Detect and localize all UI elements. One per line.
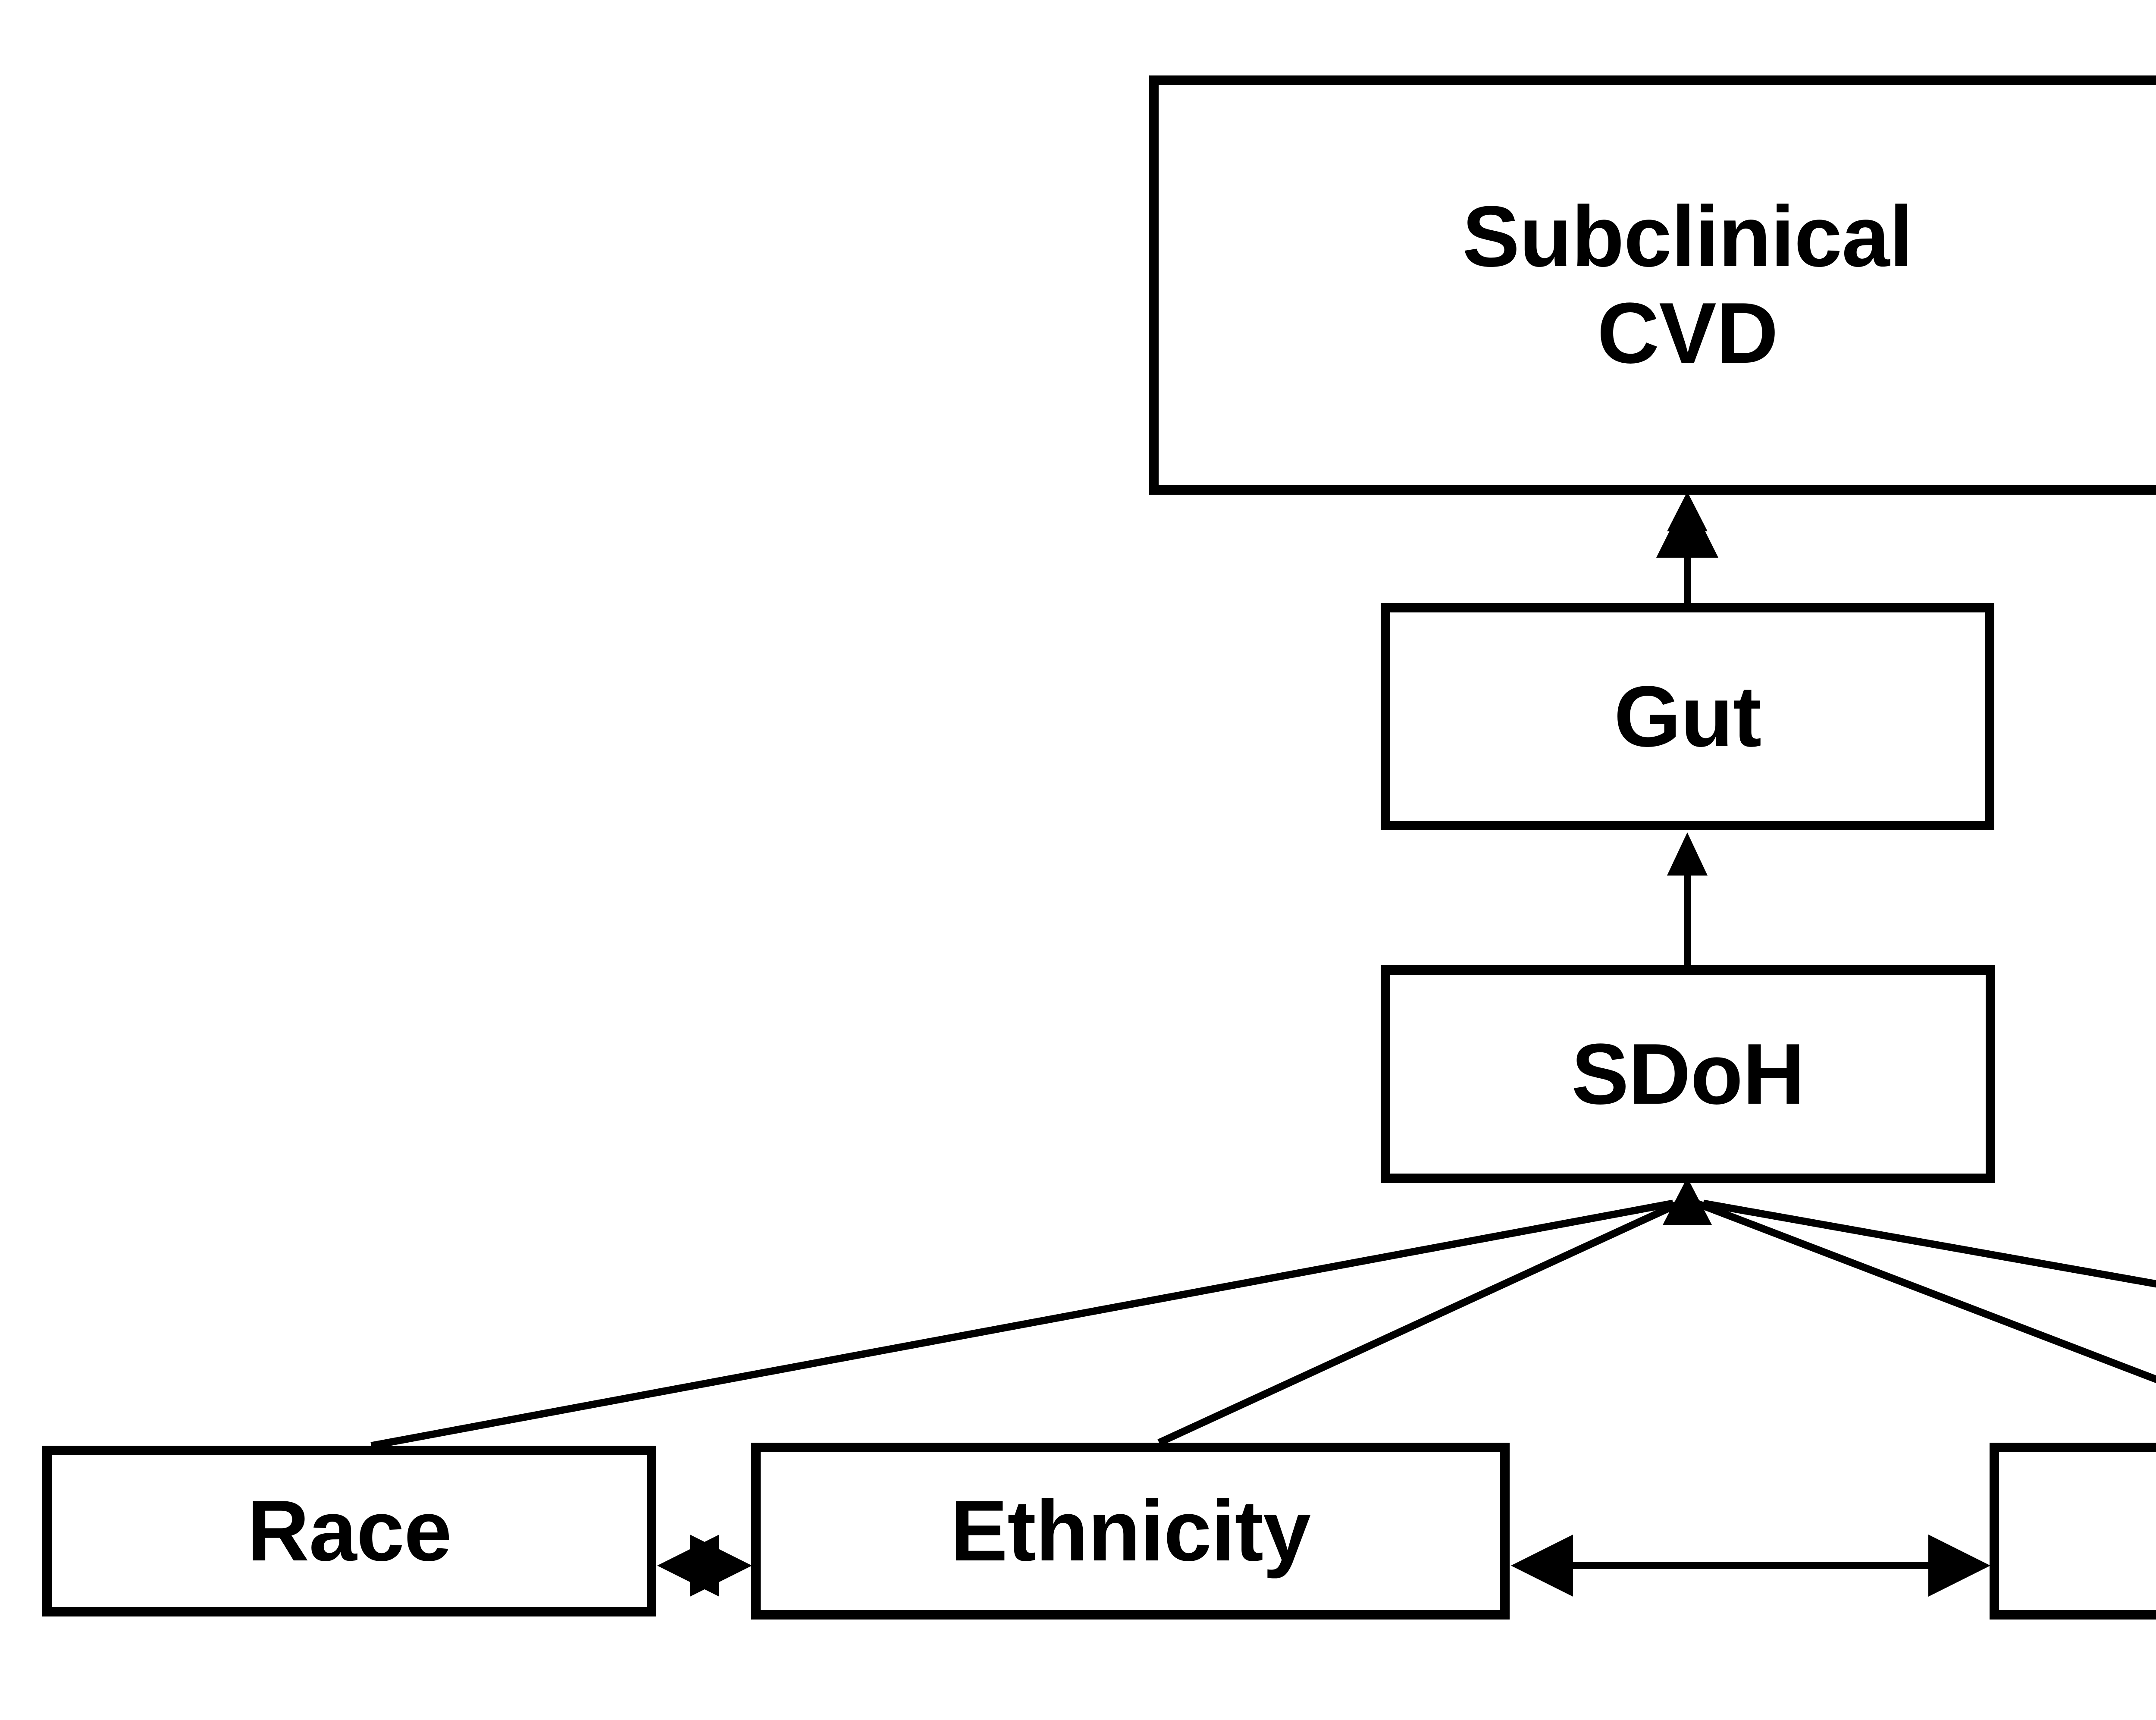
edge-gut-to-subclinical-cvd [1656,492,1718,604]
edge-sdoh-to-gut [1667,832,1708,966]
node-ethnicity[interactable]: Ethnicity [751,1443,1510,1620]
edge-sex-to-sdoh [1702,1199,2156,1288]
node-subclinical-cvd[interactable]: Subclinical CVD [1149,75,2156,495]
edge-race-to-sdoh [370,1199,1674,1450]
edge-gender-to-sdoh [1695,1200,2156,1384]
node-sdoh-label: SDoH [1571,1026,1805,1122]
sdoh-convergence-arrowhead [1663,1177,1712,1225]
node-gut[interactable]: Gut [1381,603,1994,830]
node-gender[interactable]: Gender [1990,1443,2156,1620]
node-subclinical-cvd-label: Subclinical CVD [1462,188,1913,381]
node-race-label: Race [247,1483,452,1579]
node-ethnicity-label: Ethnicity [950,1483,1311,1579]
node-sdoh[interactable]: SDoH [1381,965,1995,1183]
node-race[interactable]: Race [42,1446,656,1616]
node-gut-label: Gut [1614,668,1761,765]
edge-ethnicity-to-sdoh [1157,1200,1681,1446]
